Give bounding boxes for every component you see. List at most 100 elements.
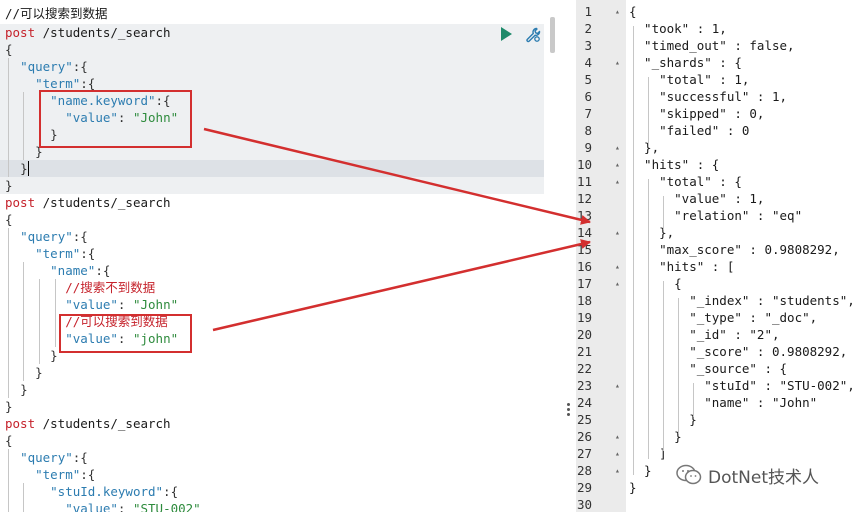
line-number: 28 — [576, 463, 592, 478]
line-number: 13 — [576, 208, 592, 223]
code-token-punct: } — [5, 399, 13, 414]
indent-guide — [39, 279, 40, 364]
code-token-plain: /students/_search — [35, 195, 171, 210]
line-number: 10 — [576, 157, 592, 172]
response-line: "_source" : { — [629, 361, 788, 376]
code-token-key: "value" — [65, 297, 118, 312]
code-token-plain: /students/_search — [35, 416, 171, 431]
fold-toggle-icon[interactable]: ▴ — [615, 177, 620, 186]
code-line: { — [5, 432, 13, 449]
code-token-plain — [5, 127, 50, 142]
response-line: "_index" : "students", — [629, 293, 855, 308]
code-token-key: "stuId.keyword" — [50, 484, 164, 499]
indent-guide — [693, 383, 694, 417]
line-number: 20 — [576, 327, 592, 342]
indent-guide — [39, 109, 40, 143]
line-number: 21 — [576, 344, 592, 359]
indent-guide — [8, 228, 9, 398]
wechat-icon — [676, 464, 702, 485]
fold-toggle-icon[interactable]: ▴ — [615, 262, 620, 271]
response-line: "stuId" : "STU-002", — [629, 378, 855, 393]
watermark: DotNet技术人 — [676, 462, 819, 488]
fold-toggle-icon[interactable]: ▴ — [615, 449, 620, 458]
response-line: "_score" : 0.9808292, — [629, 344, 848, 359]
code-token-punct: :{ — [72, 59, 88, 74]
code-line: } — [5, 364, 43, 381]
code-token-plain — [5, 280, 65, 295]
code-token-str: "john" — [132, 331, 179, 346]
text-cursor — [28, 161, 29, 176]
response-line: "successful" : 1, — [629, 89, 788, 104]
code-token-method: post — [5, 416, 36, 431]
response-line: "skipped" : 0, — [629, 106, 765, 121]
code-line: "query":{ — [5, 228, 88, 245]
code-line: "name.keyword":{ — [5, 92, 170, 109]
fold-toggle-icon[interactable]: ▴ — [615, 432, 620, 441]
code-line: "term":{ — [5, 75, 95, 92]
fold-toggle-icon[interactable]: ▴ — [615, 160, 620, 169]
fold-toggle-icon[interactable]: ▴ — [615, 279, 620, 288]
code-line: { — [5, 41, 13, 58]
response-line: { — [629, 4, 637, 19]
code-line: } — [5, 347, 58, 364]
response-line: "relation" : "eq" — [629, 208, 803, 223]
indent-guide — [663, 281, 664, 451]
code-token-key: "value" — [65, 331, 118, 346]
code-token-plain — [5, 365, 35, 380]
code-line: "query":{ — [5, 58, 88, 75]
line-number: 19 — [576, 310, 592, 325]
line-number: 24 — [576, 395, 592, 410]
code-line: } — [5, 143, 43, 160]
response-line: "hits" : { — [629, 157, 720, 172]
indent-guide — [678, 298, 679, 434]
fold-toggle-icon[interactable]: ▴ — [615, 466, 620, 475]
fold-toggle-icon[interactable]: ▴ — [615, 58, 620, 67]
editor-scrollbar-thumb[interactable] — [550, 17, 555, 53]
code-token-punct: : — [117, 501, 133, 512]
line-number: 2 — [584, 21, 592, 36]
code-line: //可以搜索到数据 — [5, 313, 168, 330]
wrench-icon[interactable] — [525, 27, 541, 43]
fold-toggle-icon[interactable]: ▴ — [615, 228, 620, 237]
line-number: 5 — [584, 72, 592, 87]
code-token-punct: :{ — [72, 229, 88, 244]
code-token-plain — [5, 110, 65, 125]
code-token-method: post — [5, 195, 36, 210]
editor-comment: //可以搜索到数据 — [5, 6, 108, 21]
code-token-key: "term" — [35, 76, 81, 91]
code-token-plain — [5, 297, 65, 312]
code-line: } — [5, 381, 28, 398]
line-number: 14 — [576, 225, 592, 240]
code-line: post /students/_search — [5, 415, 171, 432]
code-token-comment: //可以搜索到数据 — [65, 314, 168, 329]
fold-toggle-icon[interactable]: ▴ — [615, 381, 620, 390]
fold-toggle-icon[interactable]: ▴ — [615, 7, 620, 16]
code-token-key: "name.keyword" — [50, 93, 156, 108]
code-line: //搜索不到数据 — [5, 279, 155, 296]
code-line: } — [5, 160, 28, 177]
code-line: } — [5, 177, 13, 194]
line-number: 23 — [576, 378, 592, 393]
code-token-plain — [5, 93, 50, 108]
code-token-key: "name" — [50, 263, 96, 278]
request-editor[interactable]: //可以搜索到数据 post /students/_search{ "query… — [0, 0, 570, 512]
response-line: }, — [629, 225, 675, 240]
fold-toggle-icon[interactable]: ▴ — [615, 143, 620, 152]
indent-guide — [23, 262, 24, 381]
code-line: "value": "john" — [5, 330, 178, 347]
indent-guide — [23, 483, 24, 512]
code-token-punct: } — [50, 348, 58, 363]
cursor-line-highlight — [0, 160, 544, 177]
code-line: "term":{ — [5, 466, 95, 483]
code-token-punct: :{ — [80, 76, 96, 91]
line-number: 22 — [576, 361, 592, 376]
code-token-comment: //搜索不到数据 — [65, 280, 156, 295]
play-icon[interactable] — [501, 27, 512, 41]
more-vertical-icon[interactable] — [567, 403, 571, 418]
response-line: "took" : 1, — [629, 21, 727, 36]
response-line: "_id" : "2", — [629, 327, 780, 342]
code-token-punct: } — [50, 127, 58, 142]
code-token-plain — [5, 76, 35, 91]
code-token-plain — [5, 144, 35, 159]
